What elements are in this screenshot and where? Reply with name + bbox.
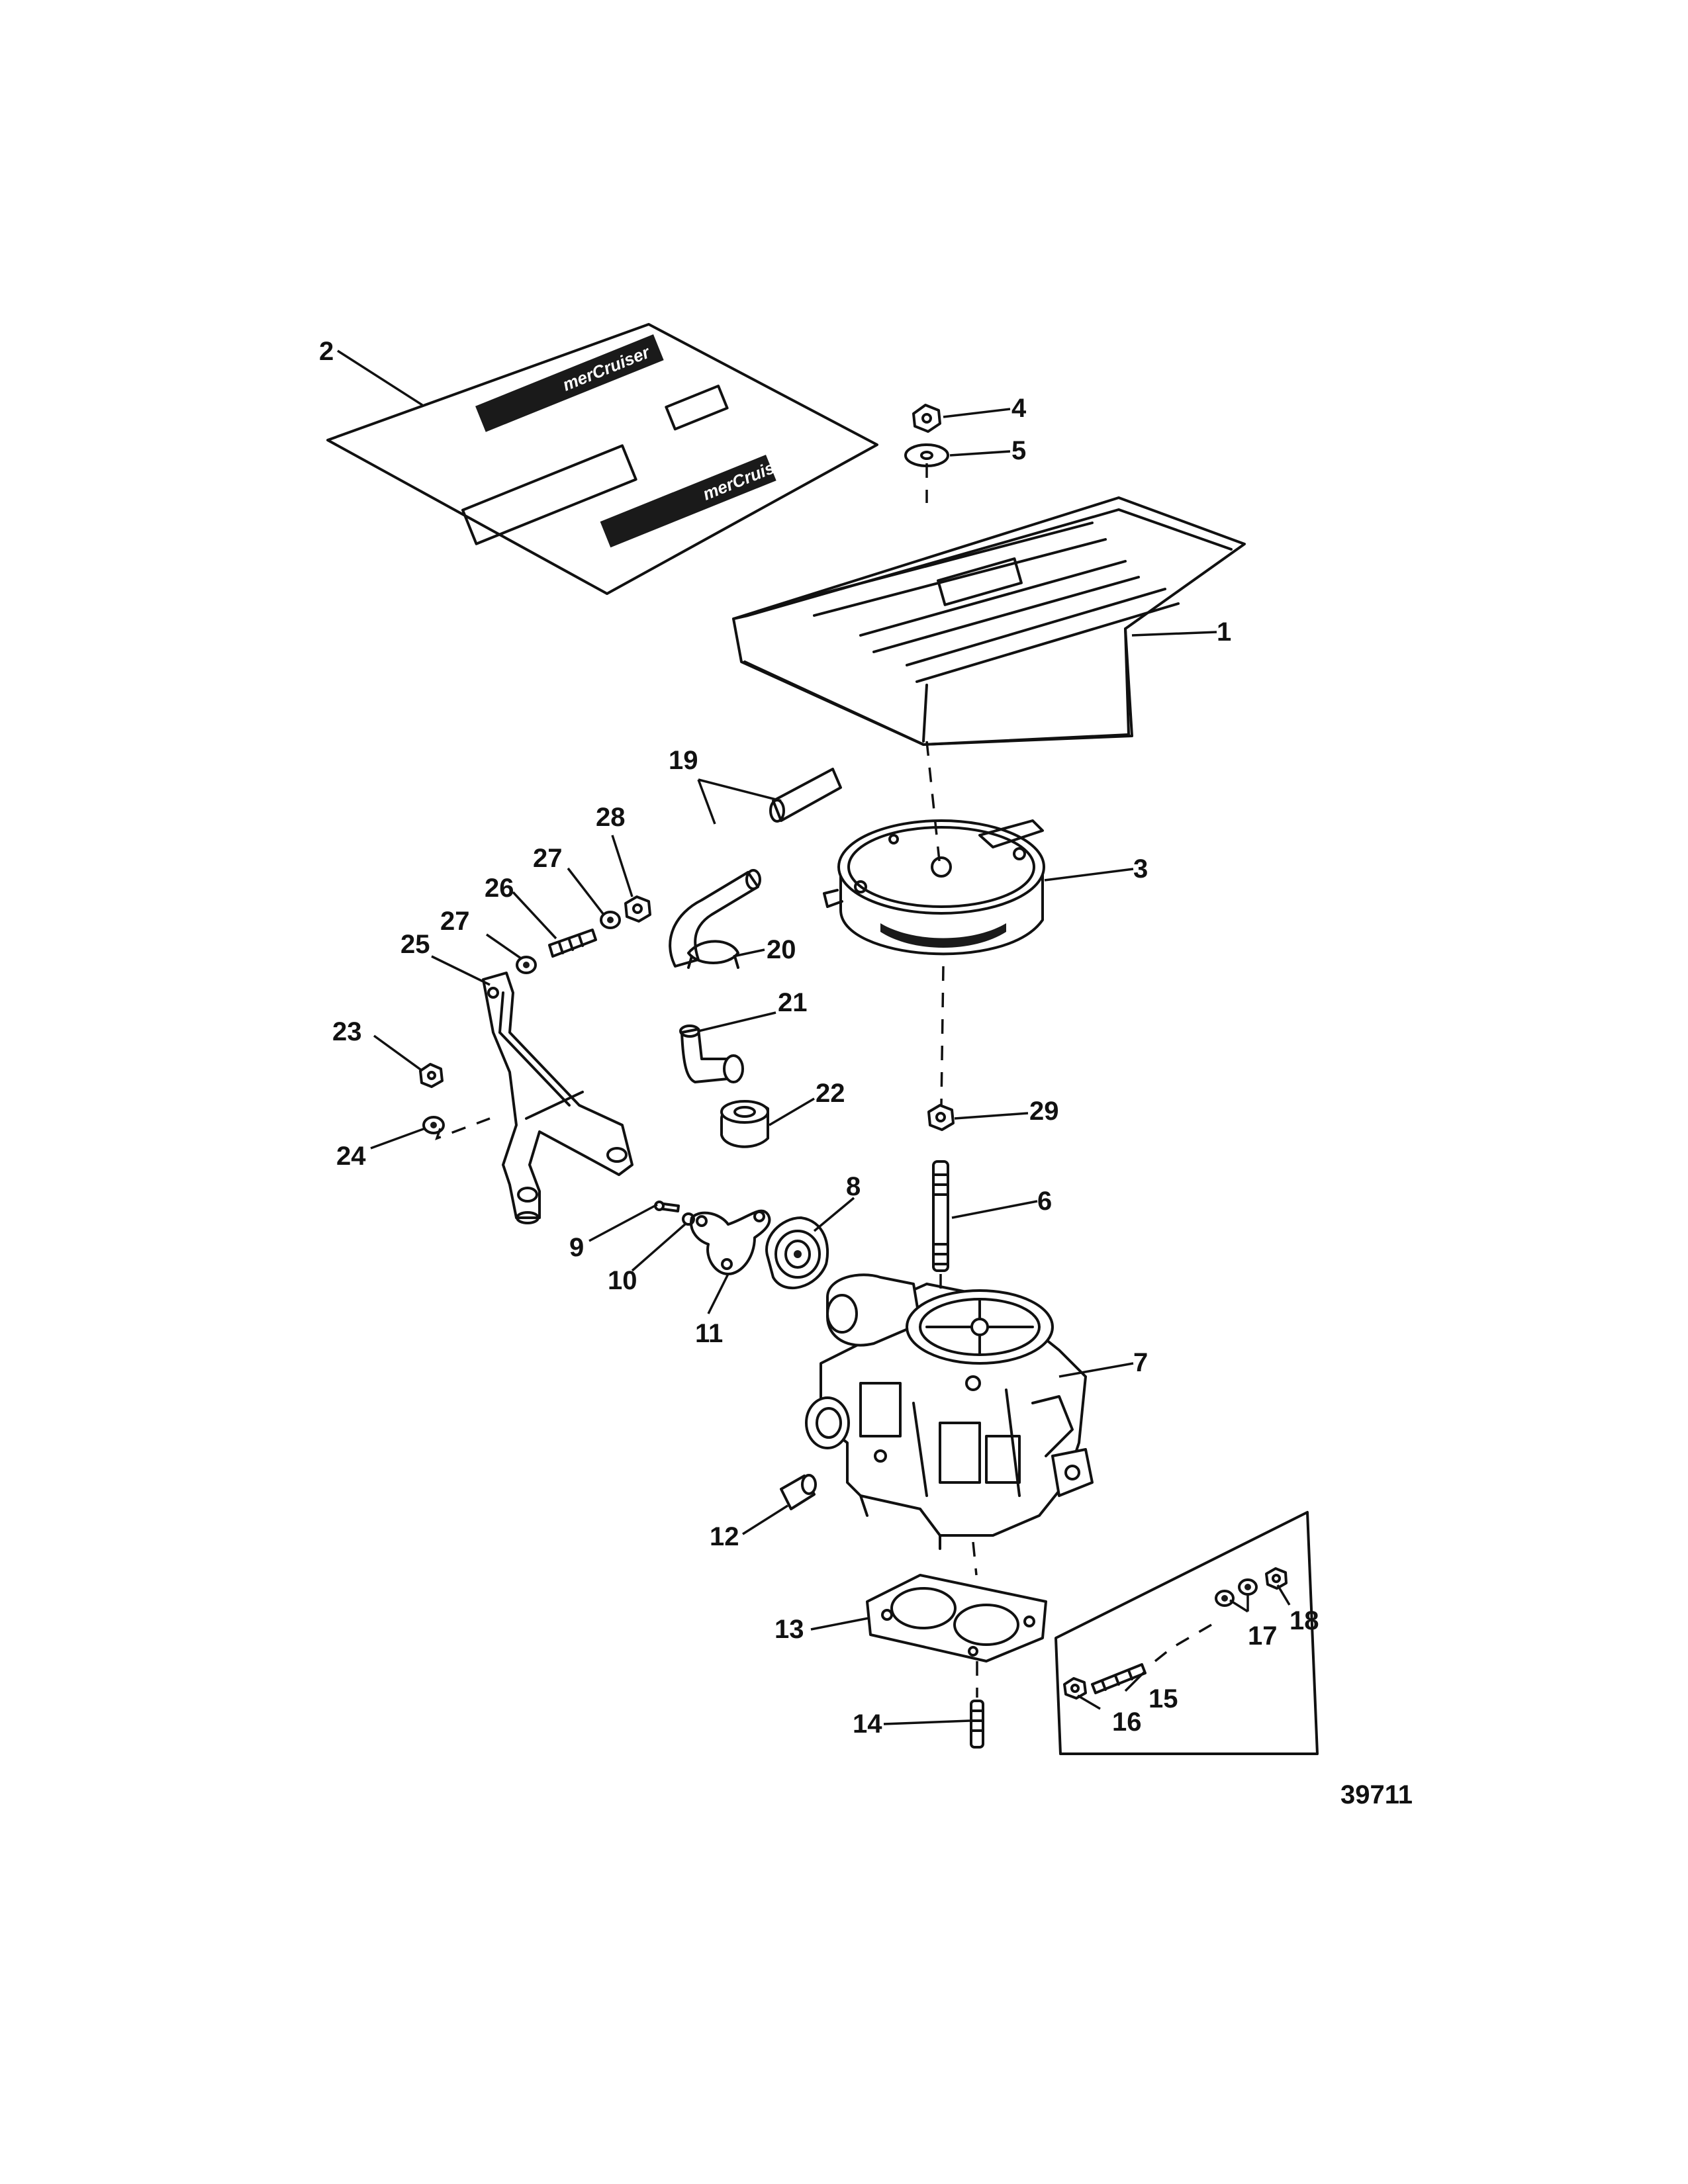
callout-24: 24 xyxy=(336,1142,366,1171)
nut-18 xyxy=(1265,1567,1288,1590)
callout-10: 10 xyxy=(608,1266,637,1295)
callout-9: 9 xyxy=(569,1233,584,1262)
nut-16 xyxy=(1063,1677,1087,1700)
callout-5: 5 xyxy=(1011,436,1026,465)
washer xyxy=(904,443,949,467)
callout-26: 26 xyxy=(485,874,514,903)
flame-arrestor-cover xyxy=(732,496,1246,746)
washer-17a xyxy=(1215,1590,1235,1607)
figure-number: 39711 xyxy=(1340,1780,1413,1809)
callout-3: 3 xyxy=(1133,854,1148,884)
leader-lines xyxy=(337,349,1291,1725)
nut-29 xyxy=(927,1104,955,1131)
carburetor xyxy=(805,1273,1094,1550)
callout-21: 21 xyxy=(778,988,808,1017)
choke-cover xyxy=(765,1216,829,1289)
fuel-fitting xyxy=(780,1474,817,1510)
nut-28 xyxy=(624,895,651,923)
callout-1: 1 xyxy=(1217,617,1231,647)
grommet xyxy=(720,1100,769,1148)
callout-8: 8 xyxy=(846,1172,861,1201)
callout-29: 29 xyxy=(1029,1097,1059,1126)
screw-9 xyxy=(654,1201,680,1212)
callout-19: 19 xyxy=(669,746,698,775)
callout-labels: 1 2 3 4 5 6 7 8 9 10 11 12 13 14 15 16 1… xyxy=(319,337,1319,1739)
callout-15: 15 xyxy=(1149,1684,1178,1713)
callout-2: 2 xyxy=(319,337,334,366)
stud-15 xyxy=(1091,1663,1147,1694)
choke-retainer xyxy=(690,1209,771,1275)
carburetor-gasket xyxy=(866,1574,1047,1662)
stud-26 xyxy=(548,929,597,958)
callout-25: 25 xyxy=(400,930,430,959)
callout-4: 4 xyxy=(1011,394,1027,423)
callout-14: 14 xyxy=(853,1709,882,1739)
wing-nut xyxy=(912,404,941,433)
assembly-centerlines xyxy=(435,463,978,1698)
callout-6: 6 xyxy=(1037,1187,1052,1216)
callout-27-upper: 27 xyxy=(533,844,563,873)
decal-sheet: merCruiser merCruiser xyxy=(326,323,878,595)
callout-16: 16 xyxy=(1112,1707,1142,1737)
stud-kit-inset xyxy=(1055,1511,1319,1755)
callout-12: 12 xyxy=(710,1522,739,1551)
vent-hose xyxy=(669,768,842,968)
callout-7: 7 xyxy=(1133,1348,1148,1377)
callout-23: 23 xyxy=(332,1017,362,1046)
callout-13: 13 xyxy=(774,1615,804,1644)
callout-20: 20 xyxy=(767,935,796,964)
throttle-cable-bracket xyxy=(482,972,633,1224)
callout-27-lower: 27 xyxy=(440,907,470,936)
callout-18: 18 xyxy=(1289,1606,1319,1635)
flame-arrestor xyxy=(823,819,1045,956)
stud-14 xyxy=(970,1700,984,1749)
callout-28: 28 xyxy=(596,803,626,832)
elbow-fitting xyxy=(679,1024,744,1083)
nut-23 xyxy=(419,1063,444,1088)
callout-17: 17 xyxy=(1248,1621,1278,1651)
hose-clamp xyxy=(687,940,739,969)
washer-24 xyxy=(422,1116,445,1134)
lockwasher-27-upper xyxy=(600,911,621,929)
callout-11: 11 xyxy=(695,1319,723,1348)
lockwasher-27-lower xyxy=(516,956,537,974)
stud-6 xyxy=(932,1160,949,1272)
washer-17b xyxy=(1238,1578,1258,1596)
callout-22: 22 xyxy=(816,1079,845,1108)
